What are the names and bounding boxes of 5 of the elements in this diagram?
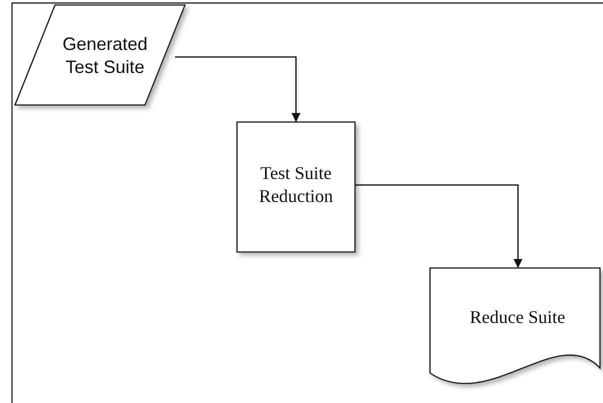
arrow — [175, 56, 300, 122]
node-label: Generated Test Suite — [61, 33, 149, 80]
arrow — [355, 184, 522, 268]
node-label: Test Suite Reduction — [258, 162, 334, 208]
node-label: Reduce Suite — [468, 306, 566, 329]
